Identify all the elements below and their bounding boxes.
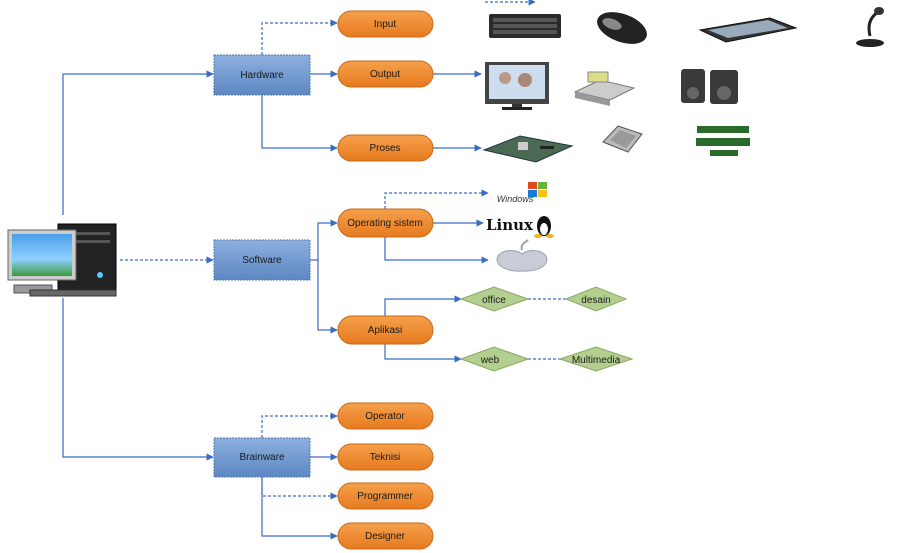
diamond-multimedia: Multimedia <box>558 346 634 372</box>
keyboard-icon <box>489 14 561 38</box>
svg-text:Input: Input <box>374 19 396 30</box>
connector-hardware-input <box>261 19 338 55</box>
svg-text:Teknisi: Teknisi <box>370 452 401 463</box>
svg-text:Aplikasi: Aplikasi <box>368 325 402 336</box>
monitor-icon <box>485 62 549 110</box>
pill-designer: Designer <box>337 522 434 550</box>
pill-aplikasi: Aplikasi <box>337 315 434 345</box>
diamond-desain: desain <box>564 286 628 312</box>
desktop-computer-icon <box>7 223 117 297</box>
svg-text:Operating sistem: Operating sistem <box>347 218 423 229</box>
category-hardware: Hardware <box>213 54 311 96</box>
connector-software-aplikasi <box>317 260 338 334</box>
diamond-web: web <box>459 346 530 372</box>
pill-proses: Proses <box>337 134 434 162</box>
svg-text:Multimedia: Multimedia <box>572 355 621 366</box>
windows-logo-text: Windows <box>497 194 534 204</box>
motherboard-icon <box>482 135 574 163</box>
connector-software-os <box>317 219 338 260</box>
pill-teknisi: Teknisi <box>337 443 434 471</box>
memory-ram-icon <box>696 126 750 156</box>
category-software-label: Software <box>242 255 282 266</box>
connector-brainware-designer <box>261 477 338 540</box>
connector-brainware-operator <box>261 412 338 438</box>
processor-icon <box>602 125 643 153</box>
microphone-icon <box>856 7 884 47</box>
svg-text:Programmer: Programmer <box>357 491 413 502</box>
linux-tux-icon: Linux <box>486 216 554 238</box>
svg-text:Output: Output <box>370 69 400 80</box>
category-brainware: Brainware <box>213 437 311 478</box>
mouse-icon <box>597 12 647 44</box>
category-hardware-label: Hardware <box>240 70 284 81</box>
pill-operator: Operator <box>337 402 434 430</box>
svg-text:office: office <box>482 295 506 306</box>
svg-text:Proses: Proses <box>369 143 400 154</box>
pill-programmer: Programmer <box>337 482 434 510</box>
connector-hardware-proses <box>261 95 338 152</box>
svg-text:web: web <box>480 355 500 366</box>
svg-text:desain: desain <box>581 295 610 306</box>
linux-logo-text: Linux <box>486 216 534 234</box>
windows-logo-icon: Windows <box>497 182 547 204</box>
connector-aplikasi-web <box>384 344 462 363</box>
printer-icon <box>573 71 636 106</box>
connector-root-brainware <box>62 298 214 461</box>
diamond-office: office <box>459 286 530 312</box>
connector-os-apple <box>384 237 489 264</box>
category-software: Software <box>213 239 311 281</box>
scanner-icon <box>698 17 798 43</box>
pill-operating-system: Operating sistem <box>337 208 434 238</box>
pill-output: Output <box>337 60 434 88</box>
apple-logo-icon <box>496 239 548 272</box>
svg-text:Operator: Operator <box>365 411 405 422</box>
svg-text:Designer: Designer <box>365 531 406 542</box>
connector-root-hardware <box>62 70 214 215</box>
category-brainware-label: Brainware <box>239 452 284 463</box>
pill-input: Input <box>337 10 434 38</box>
connector-os-windows <box>384 189 489 209</box>
connector-aplikasi-office <box>384 295 462 316</box>
speakers-icon <box>681 69 738 104</box>
connector-brainware-programmer <box>261 477 338 500</box>
